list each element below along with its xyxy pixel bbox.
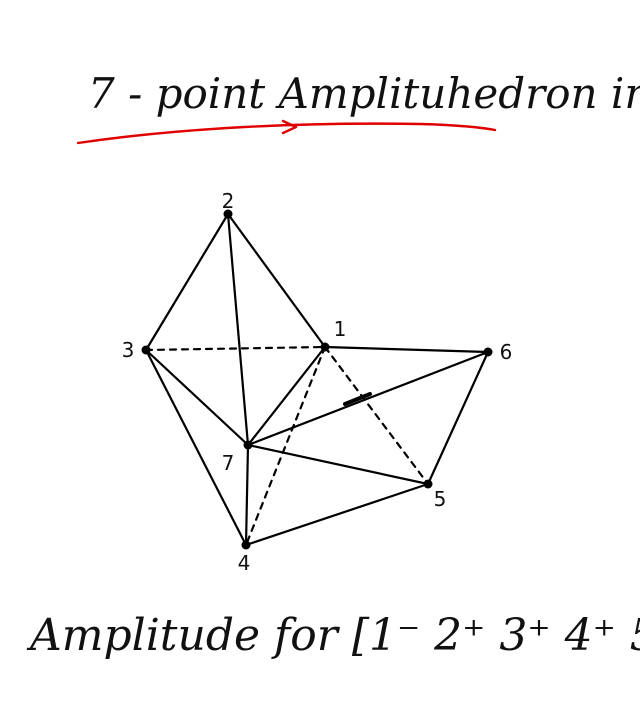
- vertex-label-1: 1: [334, 317, 347, 341]
- vertex-5: [423, 479, 433, 489]
- vertex-label-2: 2: [222, 189, 235, 213]
- vertex-3: [141, 345, 151, 355]
- edge-1-7: [246, 345, 327, 447]
- footer-text: Amplitude for [1⁻ 2⁺ 3⁺ 4⁺ 5⁺ 6⁺ 7⁻ 8⁻]: [26, 610, 640, 661]
- edge-2-7: [226, 212, 250, 447]
- vertex-2: [223, 209, 233, 219]
- edge-3-7: [144, 348, 250, 447]
- vertex-label-7: 7: [222, 451, 235, 475]
- edge-3-4: [144, 348, 248, 547]
- vertex-labels: 2 3 1 6 7 5 4: [122, 189, 513, 575]
- edge-5-4: [244, 482, 430, 547]
- edge-6-5: [426, 350, 490, 486]
- edge-2-3: [144, 212, 230, 352]
- edge-7-4: [244, 443, 250, 547]
- dashed-edges: [144, 345, 430, 547]
- edge-crossing-mark: [343, 392, 372, 406]
- vertex-label-5: 5: [434, 487, 447, 511]
- edge-2-1: [226, 212, 327, 349]
- vertex-7: [243, 440, 253, 450]
- dashed-edge-1-4: [244, 345, 327, 547]
- title-text: 7 - point Amplituhedron in P³: [88, 69, 640, 118]
- vertex-label-3: 3: [122, 338, 135, 362]
- edge-1-6: [323, 345, 490, 354]
- dashed-edge-3-1: [144, 345, 327, 352]
- edge-7-6: [246, 350, 490, 447]
- vertex-1: [320, 342, 330, 352]
- edge-7-5: [246, 443, 430, 486]
- solid-edges: [144, 212, 490, 547]
- dashed-edge-1-5: [323, 345, 430, 486]
- vertices: [141, 209, 493, 550]
- vertex-6: [483, 347, 493, 357]
- vertex-label-6: 6: [500, 340, 513, 364]
- vertex-4: [241, 540, 251, 550]
- vertex-label-4: 4: [238, 551, 251, 575]
- title-underline-arrow: [76, 119, 497, 145]
